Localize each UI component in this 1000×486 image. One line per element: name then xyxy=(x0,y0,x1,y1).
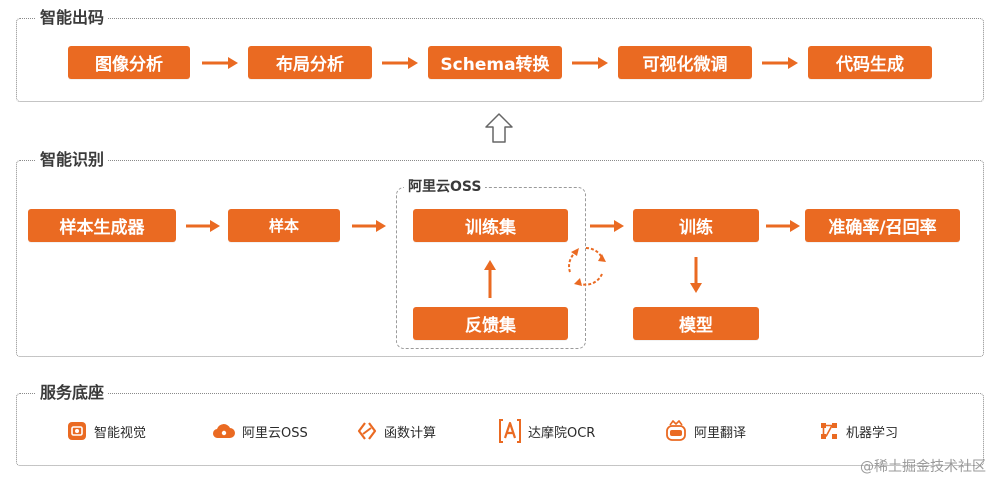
service-damo-ocr: 达摩院OCR xyxy=(498,418,595,444)
ocr-icon xyxy=(499,419,521,443)
training-set-box: 训练集 xyxy=(413,209,568,242)
training-box: 训练 xyxy=(633,209,759,242)
service-ali-translate: 阿里翻译 xyxy=(664,420,746,442)
arrow-right-icon xyxy=(572,57,608,69)
service-label: 智能视觉 xyxy=(94,425,147,441)
arrow-up-icon xyxy=(484,260,496,298)
section-smart-recognition xyxy=(16,160,984,357)
machine-learning-icon xyxy=(821,423,837,439)
service-aliyun-oss: 阿里云OSS xyxy=(212,420,308,442)
cycle-refresh-icon xyxy=(568,246,606,286)
service-label: 阿里云OSS xyxy=(242,425,308,441)
service-smart-vision: 智能视觉 xyxy=(66,420,146,442)
translate-icon xyxy=(666,420,686,441)
arrow-down-icon xyxy=(690,257,702,293)
cloud-icon xyxy=(212,424,235,439)
arrow-right-icon xyxy=(762,57,798,69)
arrow-right-icon xyxy=(766,220,800,232)
oss-group xyxy=(396,187,586,349)
section-title-smart-recognition: 智能识别 xyxy=(36,151,109,169)
arrow-right-icon xyxy=(202,57,238,69)
section-smart-code xyxy=(16,18,984,102)
service-label: 函数计算 xyxy=(384,425,437,441)
section-service-base xyxy=(16,393,984,466)
arrow-right-icon xyxy=(352,220,386,232)
sample-generator-box: 样本生成器 xyxy=(28,209,176,242)
arrow-right-icon xyxy=(186,220,220,232)
samples-box: 样本 xyxy=(228,209,340,242)
service-label: 阿里翻译 xyxy=(694,425,747,441)
oss-group-title: 阿里云OSS xyxy=(404,179,486,195)
function-compute-icon xyxy=(357,422,377,440)
step-image-analysis: 图像分析 xyxy=(68,46,190,79)
step-visual-tuning: 可视化微调 xyxy=(618,46,752,79)
vision-icon xyxy=(68,422,86,440)
service-function-compute: 函数计算 xyxy=(356,420,436,442)
service-machine-learning: 机器学习 xyxy=(818,420,898,442)
section-title-service-base: 服务底座 xyxy=(36,384,109,402)
arrow-right-icon xyxy=(382,57,418,69)
step-layout-analysis: 布局分析 xyxy=(248,46,372,79)
hollow-up-arrow-icon xyxy=(485,113,513,143)
step-code-generation: 代码生成 xyxy=(808,46,932,79)
service-label: 达摩院OCR xyxy=(528,425,596,441)
feedback-set-box: 反馈集 xyxy=(413,307,568,340)
section-title-smart-code: 智能出码 xyxy=(36,9,109,27)
arrow-right-icon xyxy=(590,220,624,232)
step-schema-conversion: Schema转换 xyxy=(428,46,562,79)
service-label: 机器学习 xyxy=(846,425,899,441)
watermark: @稀土掘金技术社区 xyxy=(860,459,986,475)
model-box: 模型 xyxy=(633,307,759,340)
metrics-box: 准确率/召回率 xyxy=(805,209,960,242)
